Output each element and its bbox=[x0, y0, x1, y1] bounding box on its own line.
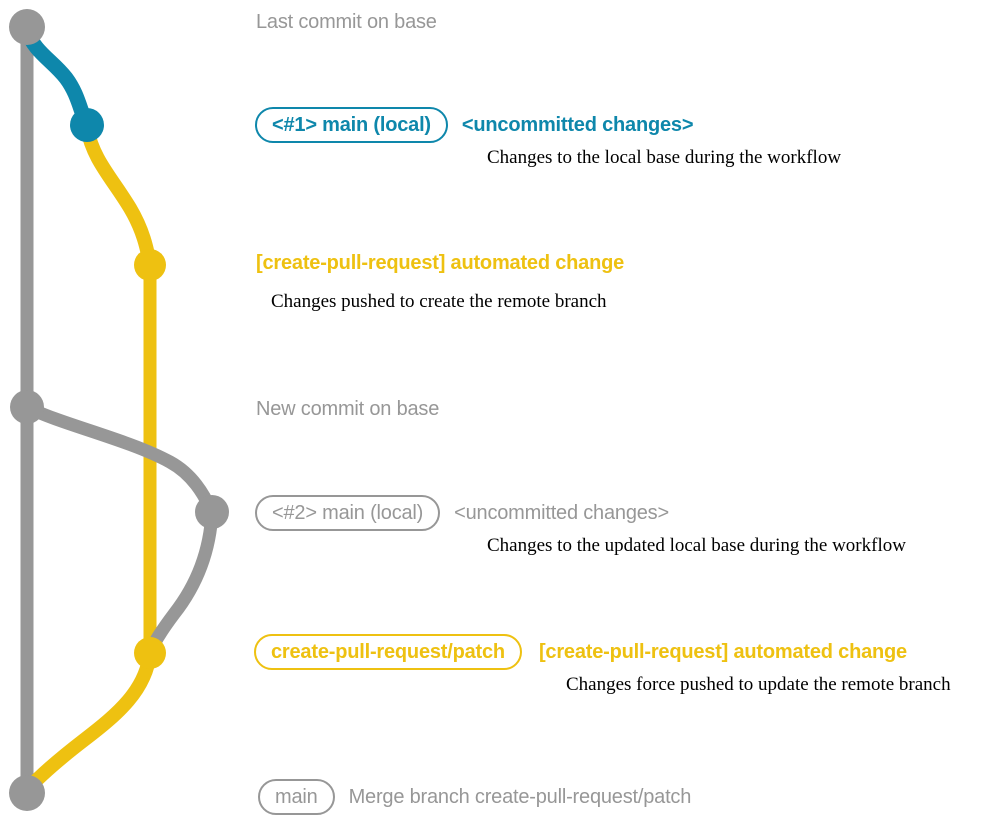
commit-node-patch-2 bbox=[134, 637, 166, 669]
entry-headline: [create-pull-request] automated change bbox=[538, 641, 907, 663]
entry-headline: Last commit on base bbox=[256, 11, 437, 33]
entry-headline: [create-pull-request] automated change bbox=[256, 252, 625, 274]
entry-headline: <uncommitted changes> bbox=[461, 114, 694, 136]
entry-headline: <uncommitted changes> bbox=[454, 502, 669, 524]
entry-local-change-2: <#2> main (local) <uncommitted changes> bbox=[255, 495, 669, 531]
commit-node-local-2 bbox=[195, 495, 229, 529]
entry-caption: Changes pushed to create the remote bran… bbox=[271, 291, 607, 312]
commit-node-merge bbox=[9, 775, 45, 811]
branch-badge-create-pull-request-patch[interactable]: create-pull-request/patch bbox=[254, 634, 522, 670]
commit-node-base-new bbox=[10, 390, 44, 424]
branch-badge-main-local-1[interactable]: <#1> main (local) bbox=[255, 107, 448, 143]
entry-last-commit-on-base: Last commit on base bbox=[256, 12, 437, 32]
entry-automated-change-2: create-pull-request/patch [create-pull-r… bbox=[254, 634, 907, 670]
entry-caption: Changes to the local base during the wor… bbox=[487, 147, 842, 168]
entry-caption: Changes force pushed to update the remot… bbox=[566, 674, 951, 695]
edge-local2-to-patch2 bbox=[143, 505, 219, 660]
edge-patch2-to-merge bbox=[20, 646, 157, 797]
commit-node-local-1 bbox=[70, 108, 104, 142]
entry-automated-change-1: [create-pull-request] automated change bbox=[256, 253, 624, 273]
commit-node-base-head bbox=[9, 9, 45, 45]
branch-badge-main-local-2[interactable]: <#2> main (local) bbox=[255, 495, 441, 531]
entry-merge-commit: main Merge branch create-pull-request/pa… bbox=[258, 779, 691, 815]
entry-headline: New commit on base bbox=[256, 398, 440, 420]
edge-basenew-to-local2 bbox=[20, 400, 219, 519]
branch-badge-main[interactable]: main bbox=[258, 779, 335, 815]
edge-local1-to-patch1 bbox=[80, 121, 157, 272]
commit-node-patch-1 bbox=[134, 249, 166, 281]
entry-caption: Changes to the updated local base during… bbox=[487, 535, 906, 556]
entry-local-change-1: <#1> main (local) <uncommitted changes> bbox=[255, 107, 694, 143]
entry-new-commit-on-base: New commit on base bbox=[256, 399, 439, 419]
entry-headline: Merge branch create-pull-request/patch bbox=[348, 786, 692, 808]
